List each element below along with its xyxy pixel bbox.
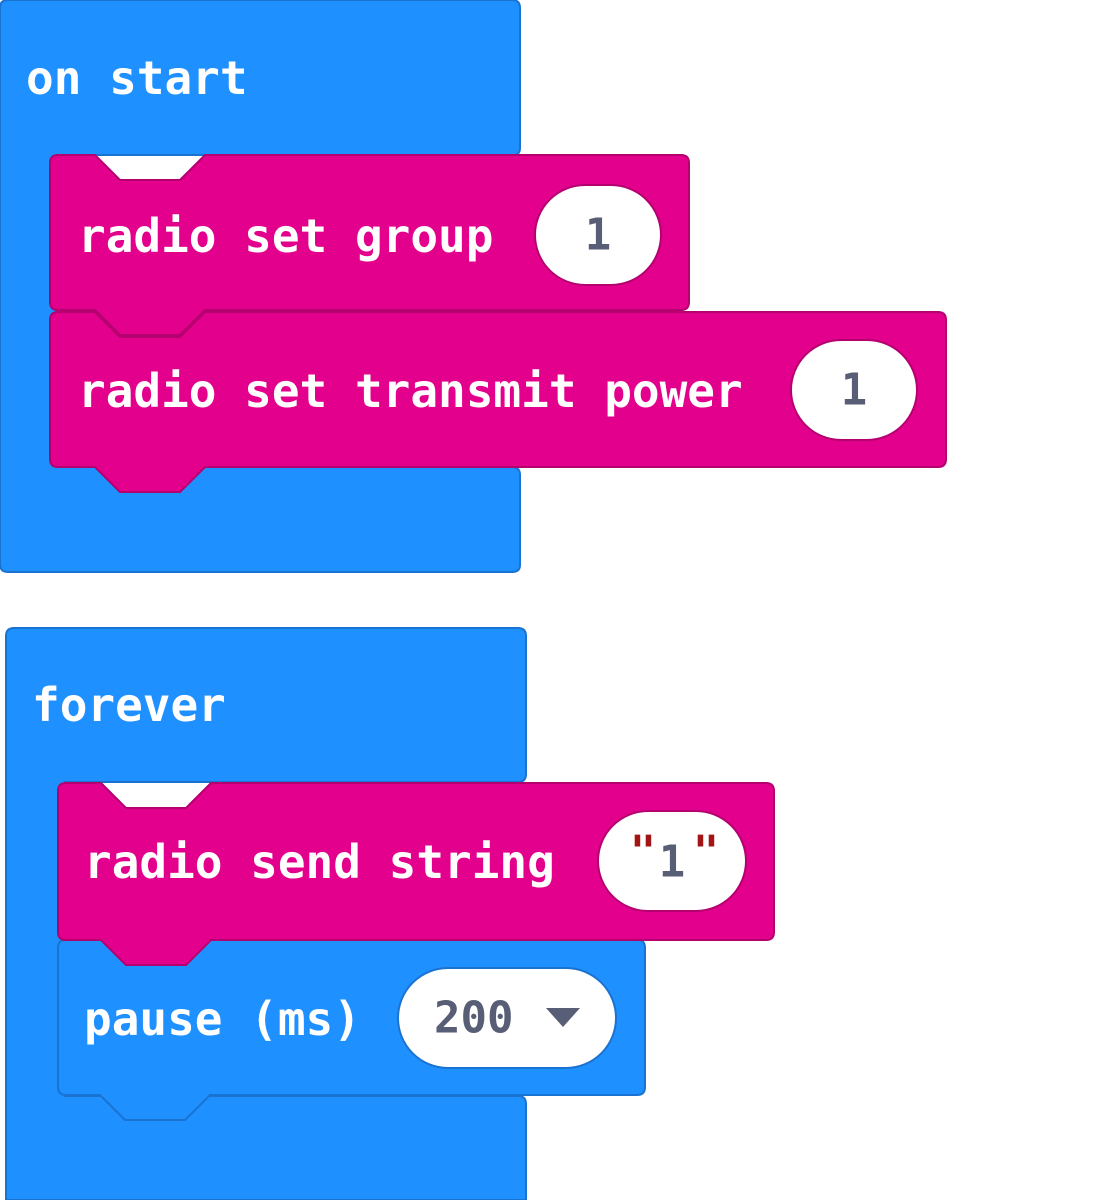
- set-group-value: 1: [585, 210, 612, 261]
- forever-block-body[interactable]: [5, 627, 527, 1200]
- radio-send-string-block[interactable]: radio send string " 1 ": [57, 782, 775, 966]
- on-start-label: on start: [26, 51, 248, 105]
- triangle-down-icon: [546, 1008, 580, 1027]
- pause-value-dropdown[interactable]: [397, 967, 617, 1069]
- radio-set-group-block[interactable]: radio set group 1: [49, 154, 690, 336]
- radio-set-group-label: radio set group: [78, 209, 493, 263]
- radio-set-transmit-power-label: radio set transmit power: [78, 364, 743, 418]
- on-start-block-body[interactable]: [0, 0, 521, 573]
- radio-send-string-label: radio send string: [84, 835, 555, 889]
- transmit-power-value: 1: [841, 365, 868, 416]
- forever-block[interactable]: forever: [5, 627, 527, 1200]
- pause-block[interactable]: pause (ms) 200: [57, 939, 646, 1121]
- pause-label: pause (ms): [84, 992, 361, 1046]
- transmit-power-value-field[interactable]: [790, 339, 918, 441]
- send-string-value-field[interactable]: [597, 810, 747, 912]
- radio-set-transmit-power-block[interactable]: radio set transmit power 1: [49, 311, 947, 493]
- on-start-block[interactable]: on start: [0, 0, 521, 573]
- open-quote: ": [630, 827, 657, 878]
- radio-set-group-block-body[interactable]: [49, 154, 690, 336]
- pause-value: 200: [434, 993, 513, 1044]
- radio-set-transmit-power-block-body[interactable]: [49, 311, 947, 493]
- forever-label: forever: [32, 678, 226, 732]
- set-group-value-field[interactable]: [534, 184, 662, 286]
- send-string-value: 1: [659, 837, 686, 888]
- close-quote: ": [693, 827, 720, 878]
- radio-send-string-block-body[interactable]: [57, 782, 775, 966]
